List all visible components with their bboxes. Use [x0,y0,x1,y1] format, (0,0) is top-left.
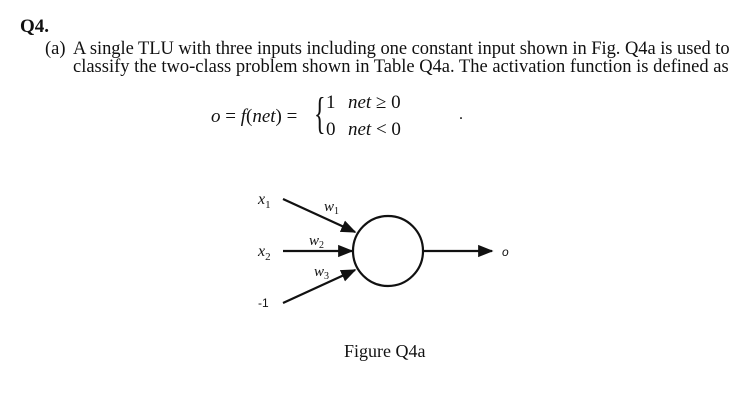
part-label: (a) [45,39,66,59]
case-2-value: 0 [326,119,336,140]
case-1-net: net [348,92,372,113]
neuron-circle [351,214,425,288]
case-1-op: ≥ 0 [371,92,401,113]
input-1-label: x1 [257,191,271,211]
input-3-arrow [282,269,357,304]
question-number: Q4. [20,16,50,37]
case-2-net: net [348,119,372,140]
case-2-condition: net < 0 [348,119,401,141]
piecewise-brace: { [314,89,326,138]
case-1-condition: net ≥ 0 [348,92,401,114]
case-2-op: < 0 [371,119,401,140]
eq-paren-open: ( [246,106,253,127]
weight-2-label: w2 [309,233,324,251]
weight-3-label: w3 [314,264,329,282]
eq-equals-1: = [220,106,241,127]
weight-1-label: w1 [324,199,339,217]
question-text-line-1: A single TLU with three inputs including… [73,39,730,59]
input-3-label: -1 [258,296,269,310]
output-label: o [502,245,509,259]
input-2-label: x2 [257,243,271,263]
equation-trailing-dot: . [459,106,463,123]
eq-output-symbol: o [211,106,221,127]
figure-caption: Figure Q4a [344,341,426,361]
input-1-arrow [282,198,357,233]
eq-equals-2: = [281,106,298,127]
eq-net-symbol: net [252,106,276,127]
eq-function-symbol: f [240,106,246,127]
question-text-line-2: classify the two-class problem shown in … [73,57,729,77]
equation-lhs: o = f(net) = [211,106,297,128]
eq-paren-close: ) [275,106,282,127]
case-1-value: 1 [326,92,336,113]
